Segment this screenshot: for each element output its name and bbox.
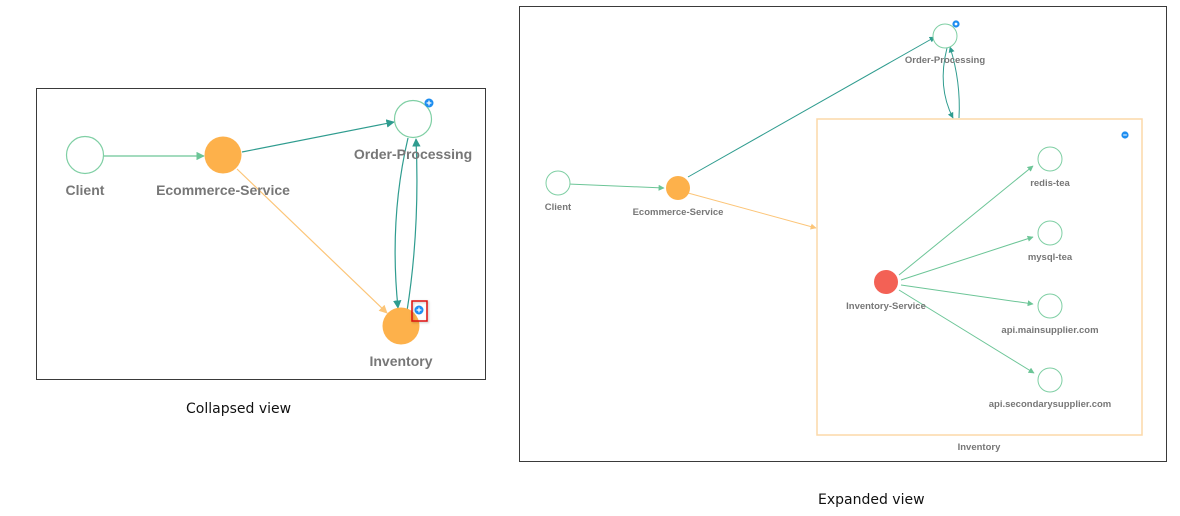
edge-ecommerce-to-inventory-group xyxy=(687,192,817,230)
edge-order-to-inventory-group xyxy=(942,47,954,119)
node-inventory[interactable] xyxy=(382,307,420,345)
label-order-processing: Order-Processing xyxy=(354,146,472,162)
highlight-box xyxy=(411,300,428,322)
node-mysql-tea[interactable] xyxy=(1037,220,1063,246)
edge-inventory-group-to-order xyxy=(948,46,960,119)
caption-expanded-view: Expanded view xyxy=(818,492,925,508)
edge-inventoryservice-to-mainsupplier xyxy=(900,284,1034,307)
edge-inventoryservice-to-mysql xyxy=(900,235,1034,281)
node-client[interactable] xyxy=(545,170,571,196)
node-client[interactable] xyxy=(65,135,105,175)
collapsed-view-panel: Client Ecommerce-Service Order-Processin… xyxy=(36,88,486,380)
node-api-secondarysupplier[interactable] xyxy=(1037,367,1063,393)
edge-ecommerce-to-order xyxy=(241,119,395,153)
label-redis-tea: redis-tea xyxy=(1030,178,1070,189)
label-order-processing: Order-Processing xyxy=(905,55,985,66)
label-inventory-service: Inventory-Service xyxy=(846,301,926,312)
expand-toggle-inventory[interactable] xyxy=(414,305,424,315)
label-api-secondarysupplier: api.secondarysupplier.com xyxy=(989,399,1112,410)
node-order-processing[interactable] xyxy=(932,23,958,49)
label-client: Client xyxy=(66,182,105,198)
edge-ecommerce-to-inventory xyxy=(236,168,388,314)
node-inventory-service[interactable] xyxy=(874,270,898,294)
expanded-graph: Inventory Client Ecommerce-Service Order… xyxy=(545,20,1143,453)
edge-inventoryservice-to-redis xyxy=(898,165,1034,276)
collapse-toggle-inventory[interactable] xyxy=(1121,131,1129,139)
edge-ecommerce-to-order xyxy=(687,36,936,178)
edge-client-to-ecommerce xyxy=(567,183,665,191)
expand-toggle-order-processing[interactable] xyxy=(952,20,960,28)
expand-toggle-order-processing[interactable] xyxy=(424,98,434,108)
caption-collapsed-view: Collapsed view xyxy=(186,401,292,417)
node-redis-tea[interactable] xyxy=(1037,146,1063,172)
edge-order-to-inventory xyxy=(393,137,409,309)
label-ecommerce-service: Ecommerce-Service xyxy=(156,182,290,198)
label-api-mainsupplier: api.mainsupplier.com xyxy=(1001,325,1098,336)
expanded-view-panel: Inventory Client Ecommerce-Service Order… xyxy=(519,6,1167,462)
node-ecommerce-service[interactable] xyxy=(666,176,690,200)
label-inventory: Inventory xyxy=(369,353,432,369)
collapsed-graph: Client Ecommerce-Service Order-Processin… xyxy=(65,98,472,369)
group-inventory-label: Inventory xyxy=(958,442,1001,453)
node-api-mainsupplier[interactable] xyxy=(1037,293,1063,319)
label-mysql-tea: mysql-tea xyxy=(1028,252,1073,263)
edge-inventory-to-order xyxy=(406,138,421,312)
edge-inventoryservice-to-secondarysupplier xyxy=(898,289,1035,374)
node-ecommerce-service[interactable] xyxy=(204,136,242,174)
label-ecommerce-service: Ecommerce-Service xyxy=(633,207,724,218)
group-inventory[interactable] xyxy=(816,118,1143,436)
label-client: Client xyxy=(545,202,572,213)
node-order-processing[interactable] xyxy=(393,99,433,139)
